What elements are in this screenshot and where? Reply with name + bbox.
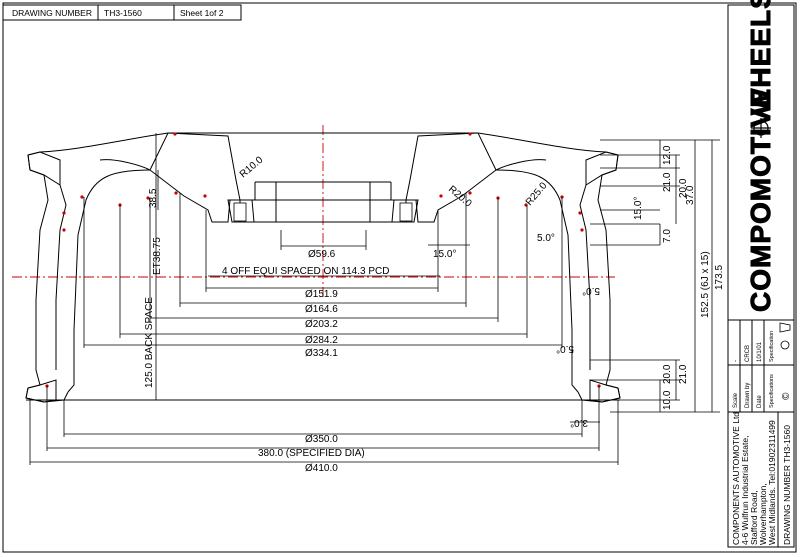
diameter-dimensions: Ø59.6 4 OFF EQUI SPACED ON 114.3 PCD Ø15… (29, 193, 619, 474)
copyright-symbol: © (781, 392, 792, 400)
dim-r37: 37.0 (685, 185, 696, 205)
date-label: Date (757, 395, 763, 408)
dim-ang5b: 5.0° (582, 285, 600, 296)
projection-symbol-icon (779, 322, 791, 350)
dim-r25: R25.0 (524, 180, 550, 208)
dim-r10: R10.0 (238, 154, 266, 180)
title-block: COMPOMOTIVE WHEELS Scale - Drawn by CRCB… (727, 0, 795, 548)
address-line-2: Stafford Road, (749, 490, 759, 545)
dim-385: 38.5 (148, 188, 159, 208)
dim-r12: 12.0 (662, 145, 673, 165)
dim-164: Ø164.6 (305, 304, 338, 315)
dim-203: Ø203.2 (305, 319, 338, 330)
brand-right: WHEELS (745, 0, 776, 115)
specifications-value: Specification (769, 331, 775, 362)
dim-r10: 10.0 (662, 390, 673, 410)
rim-height-dimensions: 12.0 21.0 20.0 37.0 7.0 173.5 152.5 (6J … (590, 139, 725, 413)
wheel-profile (25, 132, 621, 403)
dim-ang3: 3.0° (570, 417, 588, 428)
scale-value: - (733, 360, 739, 362)
dim-ang15b: 15.0° (633, 197, 644, 220)
address-line-1: 4-6 Wulfrun Industrial Estate, (740, 436, 750, 545)
date-value: 10/1/01 (757, 341, 763, 362)
dim-r21b: 21.0 (678, 364, 689, 384)
dim-r21a: 21.0 (662, 172, 673, 192)
scale-label: Scale (733, 392, 739, 408)
offset-dimensions: 125.0 BACK SPACE 38.5 ET38.75 (144, 133, 163, 400)
dim-pcd: 4 OFF EQUI SPACED ON 114.3 PCD (222, 266, 389, 277)
address-line-3: Wolverhampton, (758, 483, 768, 545)
header-number: TH3-1560 (104, 8, 142, 18)
specifications-label: Specifications (769, 374, 775, 408)
dim-151: Ø151.9 (305, 289, 338, 300)
brand-separator-icon (751, 118, 771, 138)
title-drawing-number: DRAWING NUMBER TH3-1560 (782, 425, 792, 545)
dim-specified: 380.0 (SPECIFIED DIA) (258, 448, 365, 459)
dim-ang15a: 15.0° (433, 249, 456, 260)
dim-ang5a: 5.0° (537, 233, 555, 244)
dim-bore: Ø59.6 (308, 249, 336, 260)
dim-r20: R20.0 (446, 184, 474, 210)
address-line-4: West Midlands. Tel:01902311499 (767, 420, 777, 545)
header-sheet: Sheet 1of 2 (180, 8, 224, 18)
header-label: DRAWING NUMBER (12, 8, 92, 18)
dim-334: Ø334.1 (305, 348, 338, 359)
drawn-label: Drawn by (745, 383, 751, 408)
dim-r173: 173.5 (714, 265, 725, 290)
drawn-value: CRCB (745, 345, 751, 362)
company-name: COMPONENTS AUTOMOTIVE Ltd (731, 412, 741, 545)
dim-r1525: 152.5 (6J x 15) (700, 251, 711, 318)
dim-et: ET38.75 (152, 237, 163, 275)
dim-backspace: 125.0 BACK SPACE (144, 297, 155, 388)
dim-284: Ø284.2 (305, 335, 338, 346)
dim-r20a: 20.0 (678, 178, 689, 198)
dim-350: Ø350.0 (305, 434, 338, 445)
brand-logo: COMPOMOTIVE WHEELS (745, 0, 777, 313)
dim-ang5c: 5.0° (556, 343, 574, 354)
dim-r7: 7.0 (662, 229, 673, 243)
dim-410: Ø410.0 (305, 463, 338, 474)
header-strip: DRAWING NUMBER TH3-1560 Sheet 1of 2 (2, 4, 242, 21)
dim-r20b: 20.0 (662, 364, 673, 384)
